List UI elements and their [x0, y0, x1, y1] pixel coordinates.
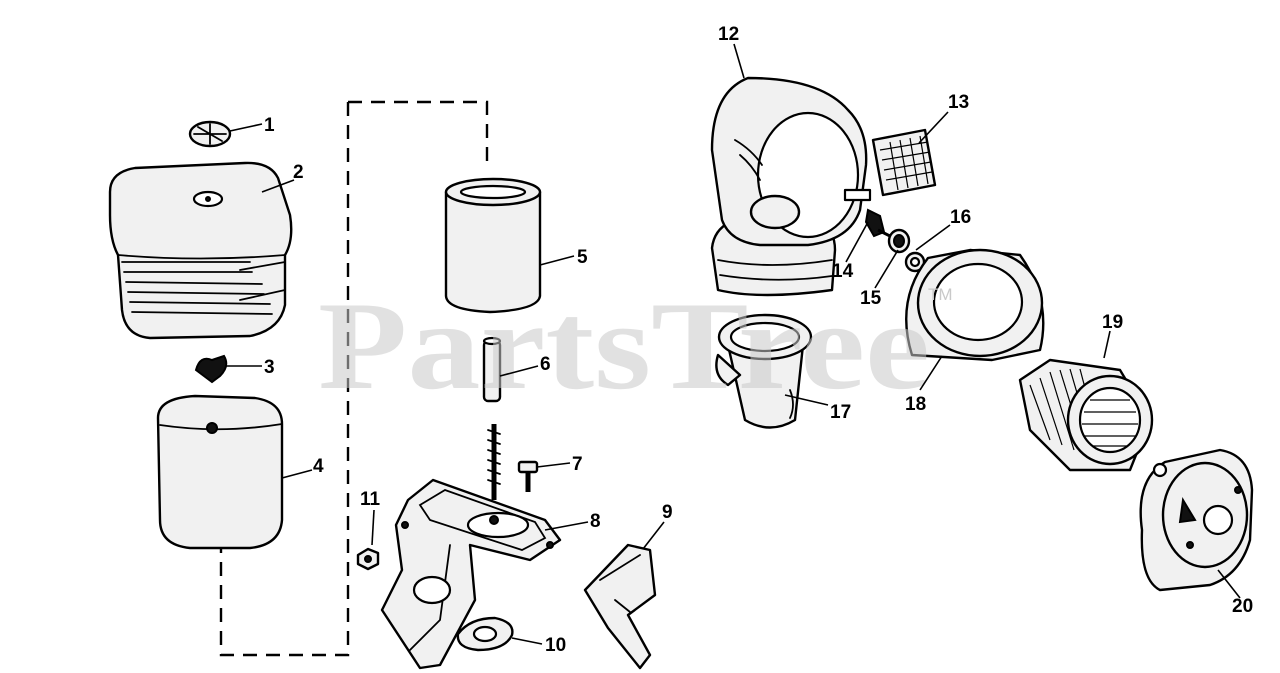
callout-7: 7 — [572, 454, 583, 475]
part-2-cover — [108, 161, 293, 340]
part-8-base — [380, 478, 562, 670]
part-6-tube — [482, 336, 502, 403]
callout-6: 6 — [540, 354, 551, 375]
part-9-bracket — [583, 543, 657, 670]
part-12-housing — [710, 76, 872, 297]
part-5-foam-element — [444, 177, 542, 314]
callout-3: 3 — [264, 357, 275, 378]
callout-labels: 1 2 3 4 5 6 7 8 9 10 11 12 13 14 15 16 1… — [264, 24, 1253, 656]
callout-20: 20 — [1232, 596, 1253, 617]
part-15-seal — [887, 228, 911, 254]
group-dashed-line — [219, 100, 489, 657]
part-7-bolt — [517, 460, 539, 492]
part-4-precleaner — [156, 394, 284, 550]
part-17-adapter — [715, 313, 813, 429]
callout-9: 9 — [662, 502, 673, 523]
callout-18: 18 — [905, 394, 926, 415]
leader-lines — [226, 43, 1241, 645]
callout-10: 10 — [545, 635, 566, 656]
part-16-washer — [904, 251, 926, 273]
callout-1: 1 — [264, 115, 275, 136]
callout-11: 11 — [360, 489, 381, 510]
callout-15: 15 — [860, 288, 882, 309]
part-19-inner-element — [1018, 358, 1154, 472]
callout-8: 8 — [590, 511, 601, 532]
watermark: PartsTree TM — [318, 277, 953, 416]
part-20-end-cover — [1139, 448, 1254, 592]
part-18-outer-element — [905, 248, 1045, 362]
watermark-tm: TM — [928, 285, 953, 304]
callout-17: 17 — [830, 402, 851, 423]
callout-19: 19 — [1102, 312, 1123, 333]
part-10-gasket — [456, 616, 514, 652]
part-14-wing-bolt — [864, 208, 891, 238]
callout-4: 4 — [313, 456, 324, 477]
callout-16: 16 — [950, 207, 971, 228]
watermark-text: PartsTree — [318, 277, 930, 416]
part-13-screen — [871, 128, 937, 197]
callout-12: 12 — [718, 24, 739, 45]
stud — [487, 424, 501, 500]
callout-5: 5 — [577, 247, 588, 268]
part-1-knob — [188, 120, 232, 148]
callout-14: 14 — [832, 261, 854, 282]
part-3-wing-nut — [194, 354, 228, 384]
callout-2: 2 — [293, 162, 304, 183]
part-11-nut — [356, 547, 380, 571]
callout-13: 13 — [948, 92, 969, 113]
